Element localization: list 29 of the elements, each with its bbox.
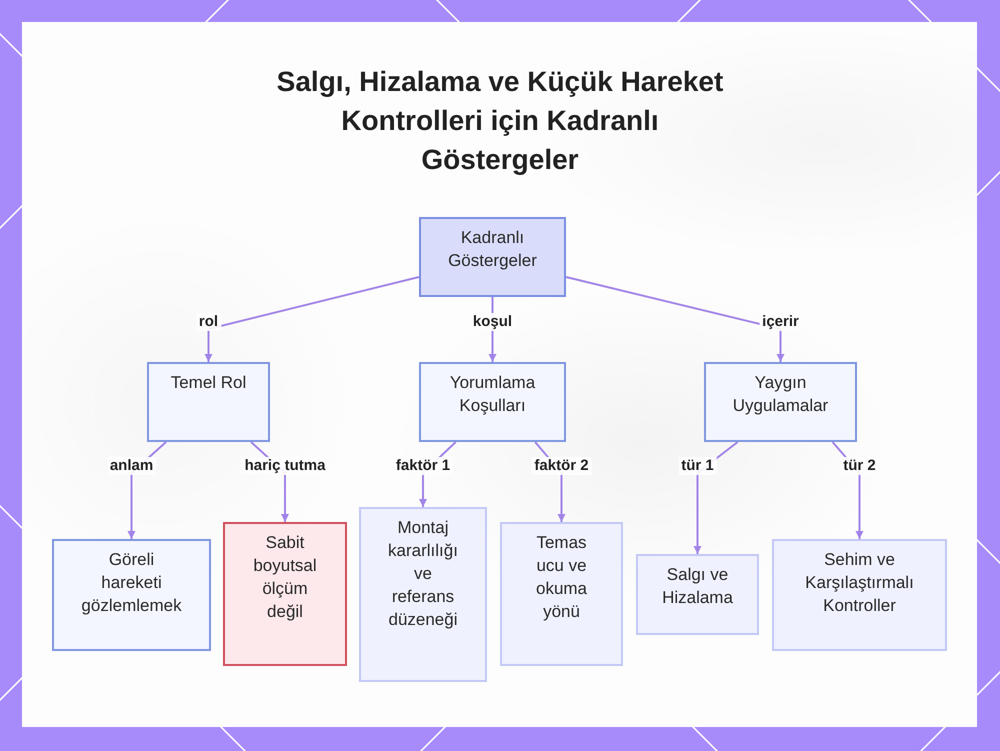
edge-label: faktör 2 <box>531 457 592 475</box>
concept-box <box>419 217 566 297</box>
node-text: Montaj kararlılığı ve referans düzeneği <box>387 517 459 631</box>
category-box <box>704 362 857 442</box>
node-text: Sabit boyutsal ölçüm değil <box>252 532 318 623</box>
connector-arrow <box>204 276 420 362</box>
diagram-title: Salgı, Hizalama ve Küçük Hareket Kontrolleri için Kadranlı Göstergeler <box>276 65 724 177</box>
node-text: Temel Rol <box>170 372 248 394</box>
edge-label: rol <box>196 313 222 331</box>
detail-box <box>636 554 759 635</box>
detail-box <box>359 507 487 682</box>
node-text: Sehim ve Karşılaştırmalı Kontroller <box>804 549 915 617</box>
edge-label: hariç tutma <box>242 457 328 475</box>
highlighted-box <box>223 522 347 666</box>
node-text: Yorumlama Koşulları <box>448 372 536 417</box>
node-text: Kadranlı Göstergeler <box>447 227 538 272</box>
detail-box <box>772 539 947 651</box>
node-text: Göreli hareketi gözlemlemek <box>80 549 183 617</box>
node-text: Temas ucu ve okuma yönü <box>534 532 588 623</box>
edge-label: anlam <box>106 457 156 475</box>
connector-arrow <box>566 276 784 362</box>
edge-label: tür 1 <box>678 457 717 475</box>
category-box <box>147 362 270 442</box>
node-text: Salgı ve Hizalama <box>661 564 734 609</box>
category-box <box>419 362 566 442</box>
detail-box <box>500 522 623 666</box>
edge-label: içerir <box>759 313 802 331</box>
category-box <box>52 539 211 651</box>
node-text: Yaygın Uygulamalar <box>732 372 830 417</box>
